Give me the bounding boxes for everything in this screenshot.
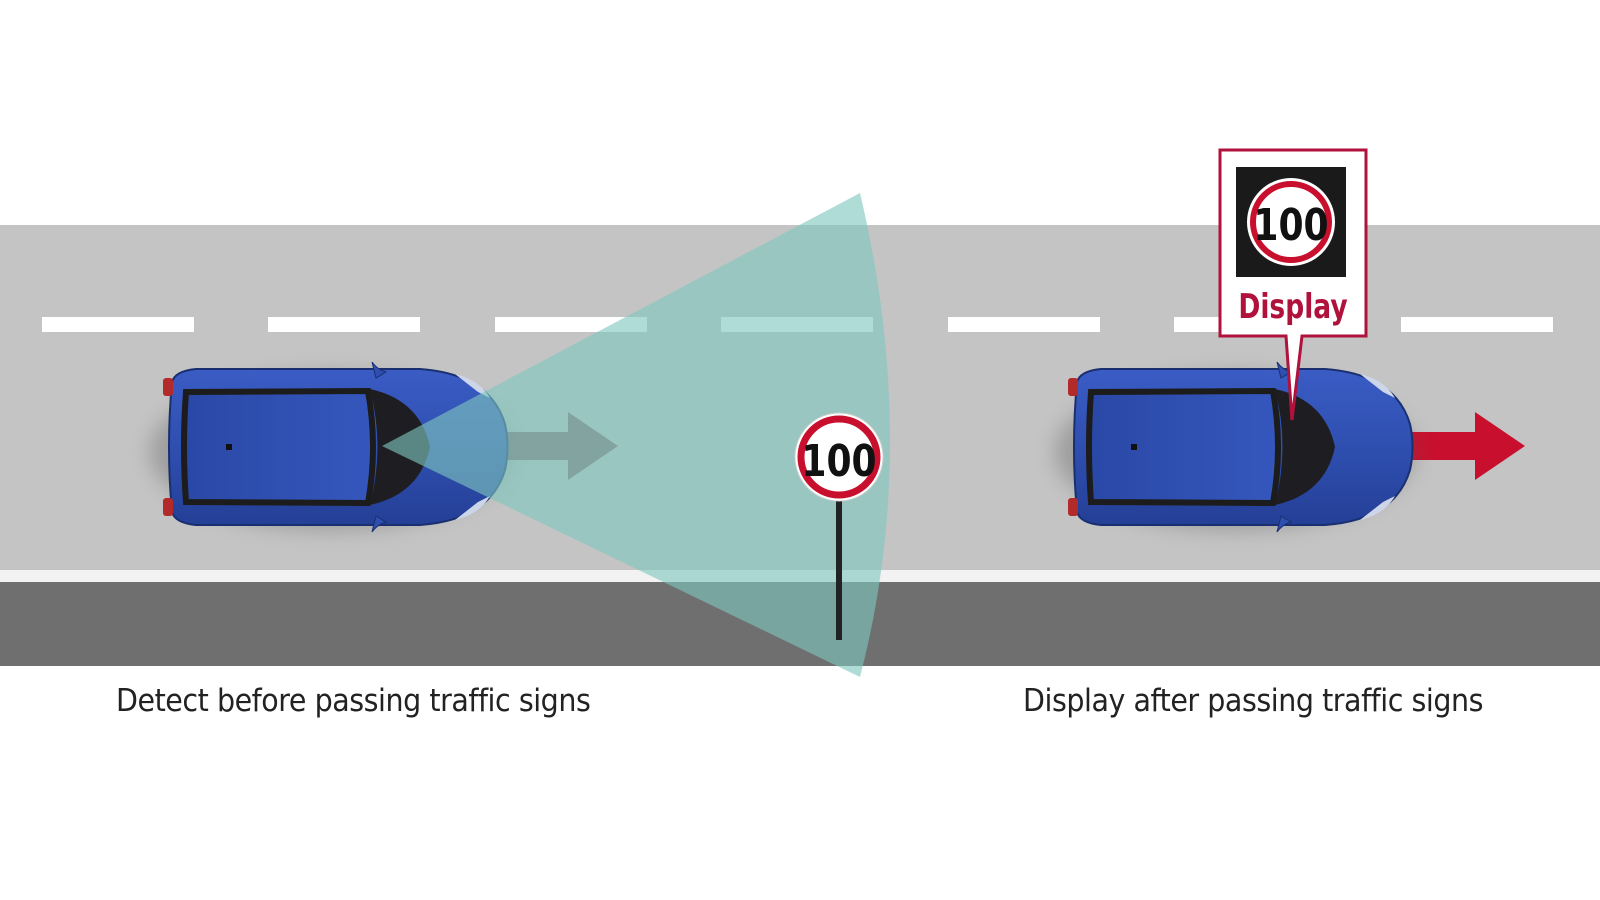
arrow-right-icon bbox=[1412, 412, 1525, 480]
display-label: Display bbox=[1238, 288, 1347, 327]
car-topview-icon bbox=[1055, 361, 1415, 533]
camera-detection-cone bbox=[382, 193, 890, 677]
lane-dash bbox=[948, 317, 1100, 332]
lane-dash bbox=[42, 317, 194, 332]
lane-dash bbox=[268, 317, 420, 332]
caption-display: Display after passing traffic signs bbox=[1023, 683, 1484, 719]
display-popup-callout: 100 Display bbox=[1218, 148, 1368, 421]
caption-detect: Detect before passing traffic signs bbox=[116, 683, 591, 719]
display-speed-value: 100 bbox=[1253, 201, 1328, 251]
speed-limit-sign-icon: 100 bbox=[794, 412, 884, 640]
sign-speed-value: 100 bbox=[801, 437, 876, 487]
lane-dash bbox=[1401, 317, 1553, 332]
